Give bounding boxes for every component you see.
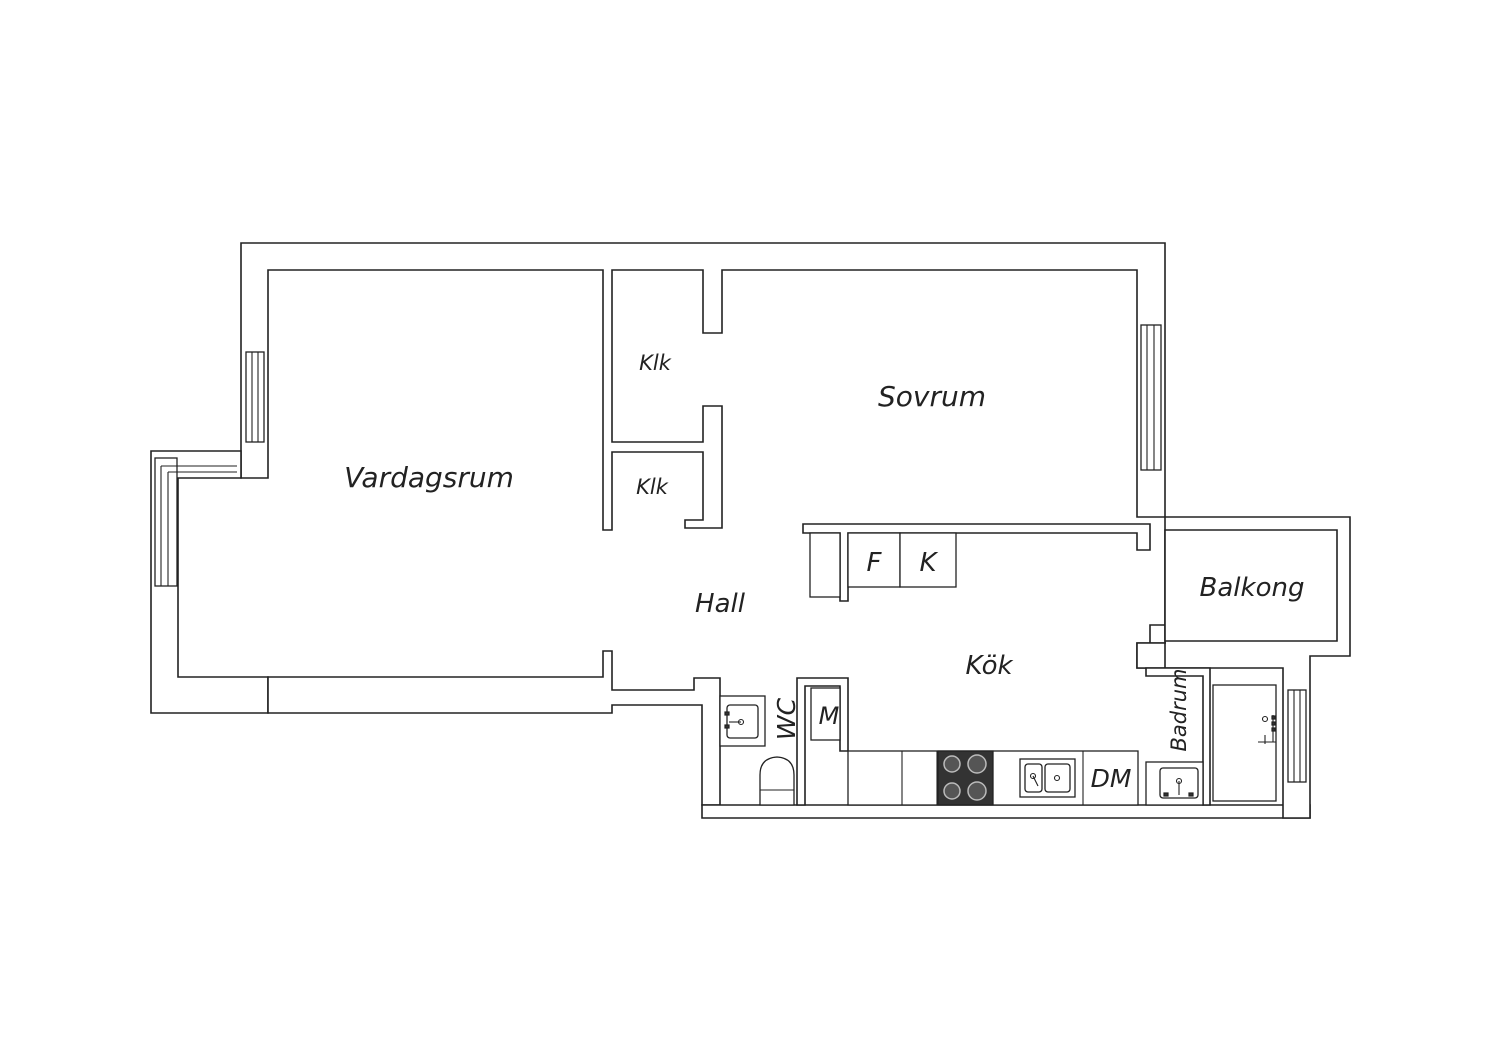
wc-sink-icon: [719, 695, 766, 747]
shower-icon: [1212, 684, 1277, 802]
room-label-kok: Kök: [965, 651, 1013, 681]
washing-machine-unit: [810, 687, 841, 741]
room-label-badrum: Badrum: [1167, 668, 1191, 751]
room-label-klk-top: Klk: [639, 351, 672, 375]
appliance-label-fridge: F: [867, 548, 883, 578]
kitchen-sink-icon: [1019, 758, 1076, 798]
room-label-vardagsrum: Vardagsrum: [344, 461, 514, 494]
room-label-wc: WC: [772, 697, 801, 740]
room-label-balkong: Balkong: [1200, 573, 1305, 603]
stove-icon: [937, 750, 994, 806]
fridge-freezer-unit: [809, 532, 957, 598]
appliance-label-washer: M: [819, 702, 840, 730]
balcony: [1164, 529, 1338, 642]
toilet-icon: [759, 756, 795, 806]
room-label-sovrum: Sovrum: [878, 380, 986, 413]
appliance-label-dishwasher: DM: [1091, 764, 1132, 793]
room-label-hall: Hall: [695, 589, 746, 619]
bathroom-sink-icon: [1145, 761, 1204, 806]
room-label-klk-bottom: Klk: [636, 475, 669, 499]
windows: [154, 324, 1307, 783]
appliance-label-freezer: K: [919, 548, 938, 578]
